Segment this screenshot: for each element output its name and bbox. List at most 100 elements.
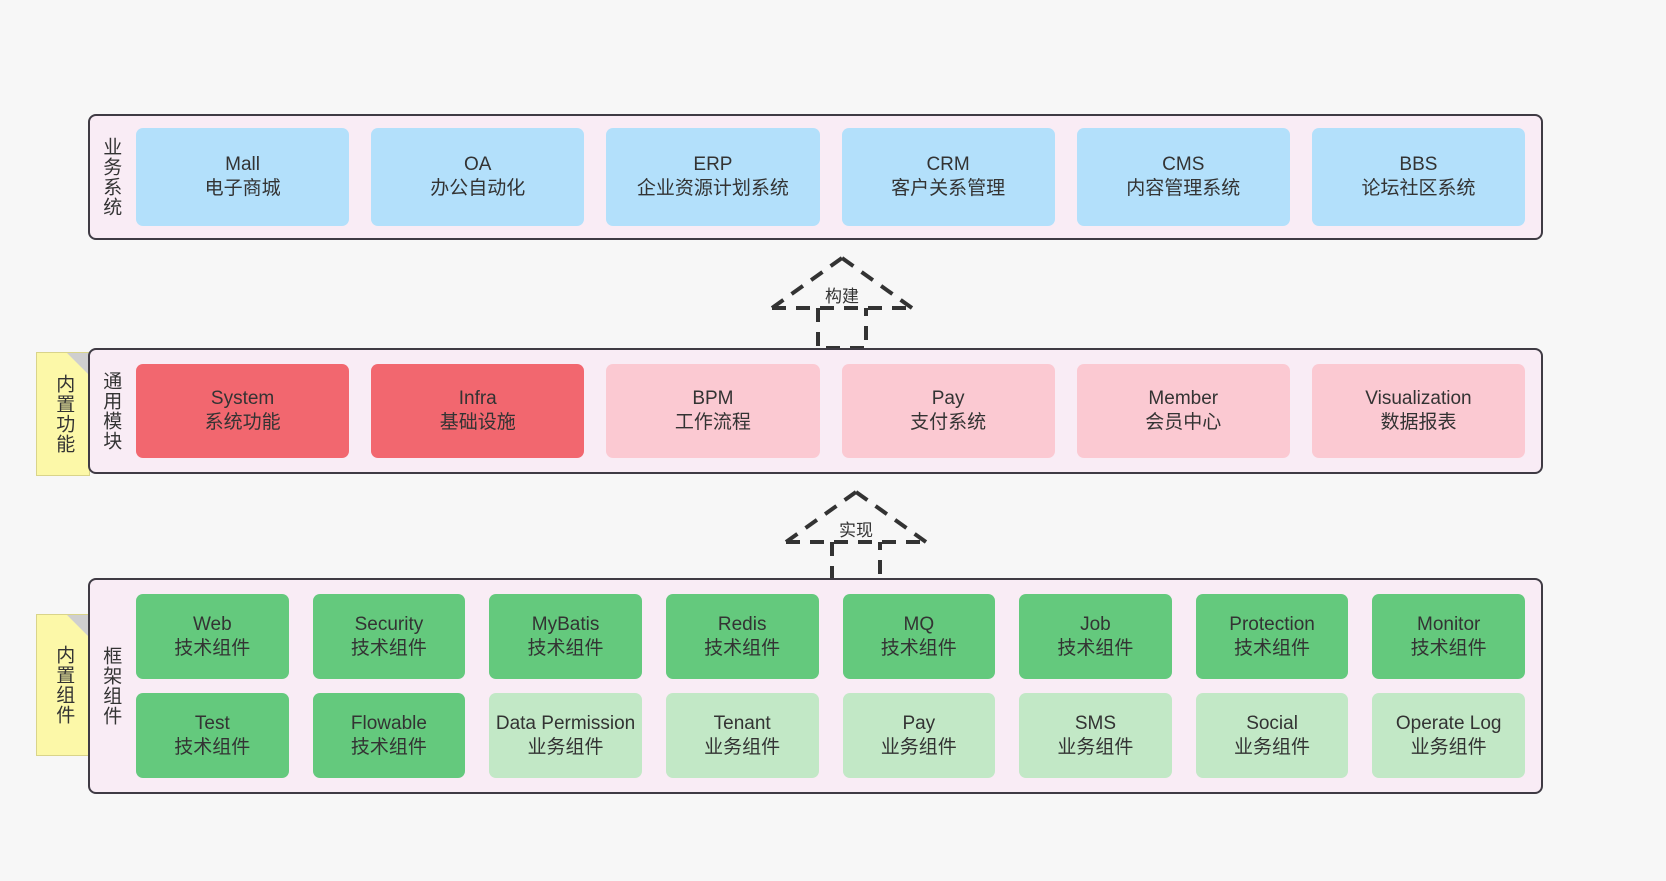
cell-title: CRM xyxy=(926,154,970,176)
cell-title: Security xyxy=(354,613,424,635)
cell-title: Pay xyxy=(902,712,936,734)
note-fold-icon xyxy=(67,615,89,637)
cell-subtitle: 会员中心 xyxy=(1145,412,1222,433)
cell-title: OA xyxy=(464,154,492,176)
cell-title: System xyxy=(210,388,275,410)
cell-title: BBS xyxy=(1399,154,1438,176)
cell-subtitle: 业务组件 xyxy=(880,736,957,758)
cell-subtitle: 技术组件 xyxy=(527,637,604,659)
cell-subtitle: 业务组件 xyxy=(1410,736,1487,758)
note-builtin-components-label: 内置组件 xyxy=(53,645,75,725)
cell-title: Infra xyxy=(458,388,497,410)
cell-title: BPM xyxy=(692,388,734,410)
cell-subtitle: 技术组件 xyxy=(350,736,427,758)
cell-title: Social xyxy=(1246,712,1298,734)
cell-title: SMS xyxy=(1074,712,1117,734)
cell-subtitle: 办公自动化 xyxy=(430,178,526,199)
cell-subtitle: 企业资源计划系统 xyxy=(636,178,789,199)
arrow-implement-shape xyxy=(784,490,928,584)
cell-subtitle: 数据报表 xyxy=(1380,412,1457,433)
cell-subtitle: 客户关系管理 xyxy=(891,178,1006,199)
cell-title: Operate Log xyxy=(1395,712,1502,734)
cell-title: Flowable xyxy=(350,712,427,734)
cell-subtitle: 技术组件 xyxy=(880,637,957,659)
cell-subtitle: 技术组件 xyxy=(704,637,781,659)
cell-title: Job xyxy=(1080,613,1111,635)
cell-title: Mall xyxy=(225,154,260,176)
note-fold-icon xyxy=(67,353,89,375)
cell-subtitle: 基础设施 xyxy=(439,412,516,433)
layer-title-common: 通用模块 xyxy=(100,371,122,451)
cell-subtitle: 技术组件 xyxy=(1234,637,1311,659)
cell-title: CMS xyxy=(1162,154,1205,176)
cell-title: Member xyxy=(1148,388,1219,410)
cell-subtitle: 电子商城 xyxy=(204,178,281,199)
cell-title: Tenant xyxy=(713,712,771,734)
arrow-build: 构建 xyxy=(762,252,922,352)
cell-title: Web xyxy=(192,613,232,635)
arrow-build-label: 构建 xyxy=(825,287,859,306)
cell-subtitle: 论坛社区系统 xyxy=(1361,178,1476,199)
cell-title: Redis xyxy=(717,613,767,635)
cell-subtitle: 工作流程 xyxy=(674,412,751,433)
note-builtin-components: 内置组件 xyxy=(36,614,90,756)
cell-title: MyBatis xyxy=(531,613,600,635)
cell-subtitle: 业务组件 xyxy=(527,736,604,758)
cell-subtitle: 内容管理系统 xyxy=(1126,178,1241,199)
cell-title: Data Permission xyxy=(495,712,636,734)
cell-subtitle: 技术组件 xyxy=(174,637,251,659)
cell-subtitle: 系统功能 xyxy=(204,412,281,433)
arrow-implement: 实现 xyxy=(776,486,936,586)
arrow-implement-label: 实现 xyxy=(839,521,873,540)
cell-subtitle: 业务组件 xyxy=(704,736,781,758)
note-builtin-features: 内置功能 xyxy=(36,352,90,476)
cell-title: Visualization xyxy=(1365,388,1472,410)
layer-title-business: 业务系统 xyxy=(100,137,122,217)
cell-title: Protection xyxy=(1229,613,1315,635)
cell-title: Monitor xyxy=(1417,613,1481,635)
cell-subtitle: 技术组件 xyxy=(174,736,251,758)
note-builtin-features-label: 内置功能 xyxy=(53,374,75,454)
cell-title: MQ xyxy=(903,613,935,635)
cell-subtitle: 技术组件 xyxy=(1410,637,1487,659)
layer-title-framework: 框架组件 xyxy=(100,646,122,726)
cell-subtitle: 技术组件 xyxy=(350,637,427,659)
